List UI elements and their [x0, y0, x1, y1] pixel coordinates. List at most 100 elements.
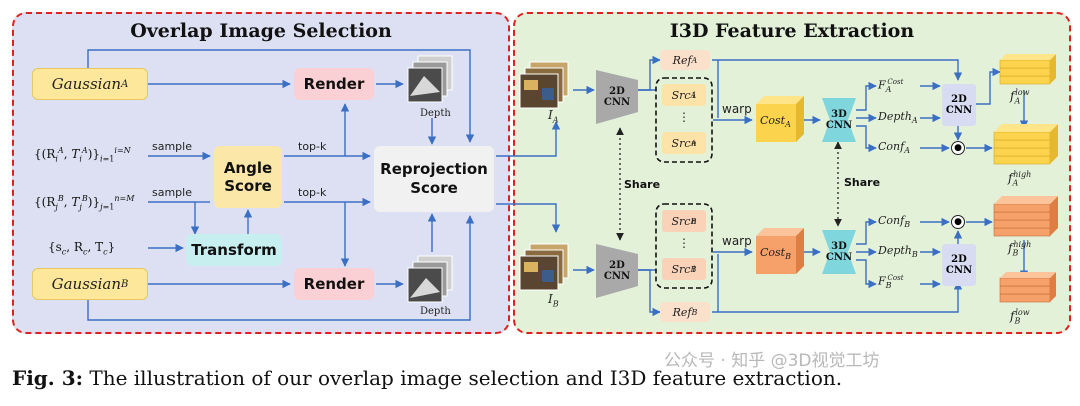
transform-params-s: {s	[48, 240, 62, 254]
angle-score-box: Angle Score	[214, 146, 282, 208]
f-low-b-label: fBlow	[1010, 308, 1030, 326]
cost-b-text: Cost	[760, 246, 786, 259]
f-cost-a-text: F	[878, 78, 886, 92]
cost-b-cube	[756, 228, 804, 274]
conf-a-text: Conf	[878, 140, 905, 153]
cost-b-label: CostB	[760, 246, 791, 262]
cnn2d-right-bottom-box: 2D CNN	[942, 244, 976, 286]
caption-prefix: Fig. 3:	[12, 366, 84, 390]
render-top-box: Render	[294, 68, 374, 100]
cnn2d-top-shape	[596, 70, 638, 124]
f-low-a-label: fAlow	[1010, 88, 1030, 106]
caption-text: The illustration of our overlap image se…	[83, 366, 843, 390]
transform-box: Transform	[186, 234, 282, 266]
f-low-b-stack	[999, 272, 1056, 303]
cnn2d-bottom-label: 2D CNN	[603, 259, 631, 283]
cnn2d-top-label: 2D CNN	[603, 85, 631, 109]
share-left-label: Share	[624, 178, 661, 191]
depth-b-text: Depth	[878, 244, 912, 257]
cnn3d-bottom-label: 3D CNN	[825, 240, 853, 264]
cnn3d-top-label: 3D CNN	[825, 108, 853, 132]
share-right-label: Share	[844, 176, 881, 189]
gaussian-a-label: Gaussian	[51, 75, 122, 93]
transform-params-t: , T	[87, 240, 104, 254]
render-bottom-box: Render	[294, 268, 374, 300]
image-b-stack	[519, 243, 569, 291]
depth-a-text: Depth	[878, 110, 912, 123]
f-low-b-text: f	[1010, 309, 1015, 323]
cnn3d-bottom-shape	[822, 230, 856, 274]
warp-bottom-label: warp	[722, 234, 752, 248]
f-high-b-stack	[993, 196, 1058, 237]
conf-a-label: ConfA	[878, 140, 910, 156]
src-b-group	[655, 203, 713, 289]
gaussian-a-sub: A	[121, 78, 129, 90]
sample-label-1: sample	[152, 140, 192, 153]
f-cost-b-text: F	[878, 274, 886, 288]
image-b-label: IB	[548, 292, 559, 309]
f-high-b-label: fBhigh	[1008, 240, 1032, 258]
src-bn-text: Src	[671, 214, 691, 228]
pose-set-a: {(RiA, TiA)}i=1i=N	[34, 146, 131, 164]
ref-b-text: Ref	[672, 305, 692, 319]
src-b1-text: Src	[671, 262, 691, 276]
pose-set-b: {(RjB, TjB)}j=1n=M	[34, 194, 135, 212]
angle-score-line2: Score	[224, 177, 272, 195]
transform-params: {sc, Rc, Tc}	[48, 240, 116, 257]
f-high-a-stack	[993, 124, 1058, 165]
topk-label-2: top-k	[298, 186, 327, 199]
gaussian-b-sub: B	[121, 278, 129, 290]
depth-bottom-label: Depth	[420, 306, 451, 317]
image-b-label-text: I	[548, 292, 553, 306]
gaussian-b-label: Gaussian	[51, 275, 122, 293]
depth-top-stack	[407, 55, 453, 103]
image-a-stack	[519, 61, 569, 109]
reprojection-line1: Reprojection	[380, 159, 488, 178]
warp-top-label: warp	[722, 102, 752, 116]
f-cost-b-label: FBCost	[878, 274, 904, 290]
f-high-a-label: fAhigh	[1008, 170, 1032, 188]
cost-a-text: Cost	[760, 114, 786, 127]
conf-b-text: Conf	[878, 214, 905, 227]
depth-top-label: Depth	[420, 108, 451, 119]
depth-b-label: DepthB	[878, 244, 918, 260]
cost-a-cube	[756, 96, 804, 142]
odot-top-icon: ●	[951, 141, 965, 155]
conf-b-label: ConfB	[878, 214, 911, 230]
sample-label-2: sample	[152, 186, 192, 199]
src-a-group	[655, 77, 713, 163]
f-low-a-text: f	[1010, 89, 1015, 103]
f-low-a-stack	[999, 54, 1056, 85]
reprojection-score-box: Reprojection Score	[374, 146, 494, 212]
src-a-ellipsis: ⋮	[678, 110, 690, 124]
overlap-selection-title: Overlap Image Selection	[130, 20, 392, 42]
cost-a-label: CostA	[760, 114, 791, 130]
src-an-text: Src	[671, 136, 691, 150]
cnn2d-right-top-box: 2D CNN	[942, 84, 976, 126]
src-a1-text: Src	[671, 88, 691, 102]
transform-params-end: }	[107, 240, 116, 254]
pose-set-a-text: {(R	[34, 147, 56, 161]
pose-set-b-text: {(R	[34, 195, 56, 209]
figure-caption: Fig. 3: The illustration of our overlap …	[12, 366, 1072, 390]
depth-bottom-stack	[407, 255, 453, 303]
reprojection-line2: Score	[410, 179, 458, 197]
watermark: 公众号 · 知乎 @3D视觉工坊	[664, 351, 880, 371]
odot-bottom-icon: ●	[951, 215, 965, 229]
i3d-feature-title: I3D Feature Extraction	[669, 20, 915, 42]
topk-label-1: top-k	[298, 140, 327, 153]
cnn3d-top-shape	[822, 98, 856, 142]
connection-arrows	[87, 49, 1058, 321]
f-high-b-text: f	[1008, 241, 1013, 255]
src-b-ellipsis: ⋮	[678, 236, 690, 250]
transform-params-r: , R	[66, 240, 83, 254]
f-cost-a-label: FACost	[878, 78, 904, 94]
image-a-label-text: I	[548, 108, 553, 122]
